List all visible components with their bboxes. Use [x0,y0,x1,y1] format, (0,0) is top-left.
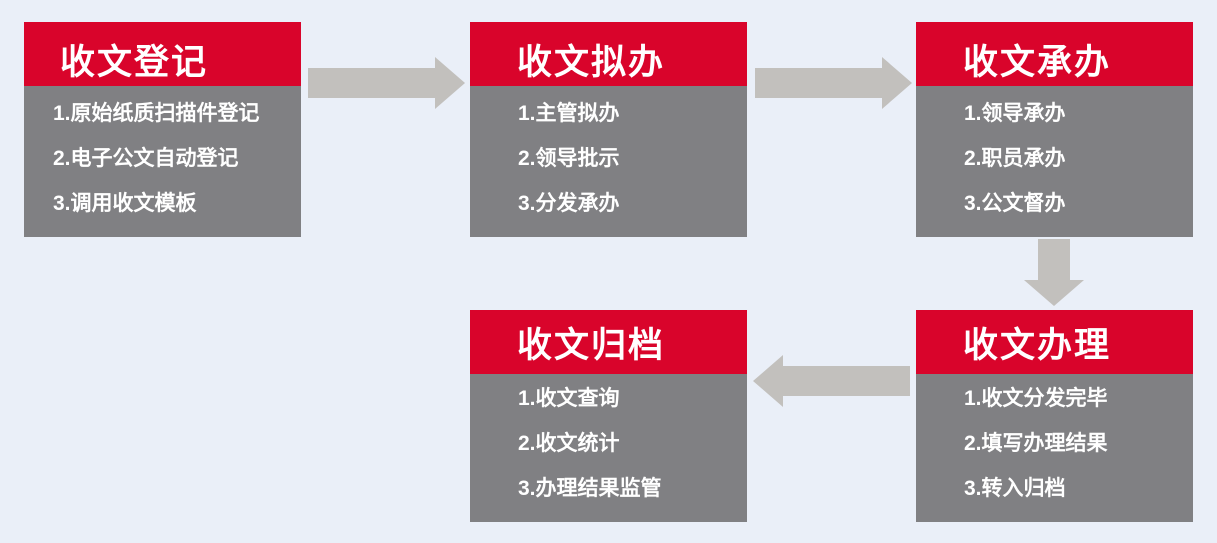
box-body-receipt-archiving: 1.收文查询 2.收文统计 3.办理结果监管 [470,374,747,522]
list-item: 2.收文统计 [518,432,620,455]
box-body-receipt-undertaking: 1.领导承办 2.职员承办 3.公文督办 [916,86,1193,237]
list-item: 3.办理结果监管 [518,477,662,500]
arrow-shaft [783,366,910,396]
arrow-down-icon [1024,239,1084,306]
list-item: 3.公文督办 [964,192,1066,215]
list-item: 2.领导批示 [518,147,620,170]
box-body-receipt-handling: 1.收文分发完毕 2.填写办理结果 3.转入归档 [916,374,1193,522]
arrow-head [882,57,912,109]
flow-box-receipt-registration: 收文登记 1.原始纸质扫描件登记 2.电子公文自动登记 3.调用收文模板 [24,22,301,237]
flow-box-receipt-proposal: 收文拟办 1.主管拟办 2.领导批示 3.分发承办 [470,22,747,237]
box-title-receipt-proposal: 收文拟办 [470,22,747,86]
box-title-receipt-handling: 收文办理 [916,310,1193,374]
arrow-shaft [308,68,435,98]
box-title-receipt-undertaking: 收文承办 [916,22,1193,86]
list-item: 1.主管拟办 [518,102,620,125]
list-item: 1.原始纸质扫描件登记 [53,102,260,125]
arrow-shaft [1038,239,1070,280]
list-item: 2.电子公文自动登记 [53,147,239,170]
arrow-head [1024,280,1084,306]
flow-box-receipt-archiving: 收文归档 1.收文查询 2.收文统计 3.办理结果监管 [470,310,747,522]
flow-box-receipt-undertaking: 收文承办 1.领导承办 2.职员承办 3.公文督办 [916,22,1193,237]
box-body-receipt-registration: 1.原始纸质扫描件登记 2.电子公文自动登记 3.调用收文模板 [24,86,301,237]
list-item: 1.领导承办 [964,102,1066,125]
box-title-receipt-archiving: 收文归档 [470,310,747,374]
flow-box-receipt-handling: 收文办理 1.收文分发完毕 2.填写办理结果 3.转入归档 [916,310,1193,522]
list-item: 2.职员承办 [964,147,1066,170]
arrow-shaft [755,68,882,98]
list-item: 3.转入归档 [964,477,1066,500]
list-item: 3.分发承办 [518,192,620,215]
list-item: 1.收文查询 [518,387,620,410]
box-body-receipt-proposal: 1.主管拟办 2.领导批示 3.分发承办 [470,86,747,237]
arrow-head [435,57,465,109]
box-title-receipt-registration: 收文登记 [24,22,301,86]
list-item: 2.填写办理结果 [964,432,1108,455]
arrow-left-icon [753,355,910,407]
arrow-right-icon [755,57,912,109]
arrow-head [753,355,783,407]
arrow-right-icon [308,57,465,109]
list-item: 1.收文分发完毕 [964,387,1108,410]
list-item: 3.调用收文模板 [53,192,197,215]
